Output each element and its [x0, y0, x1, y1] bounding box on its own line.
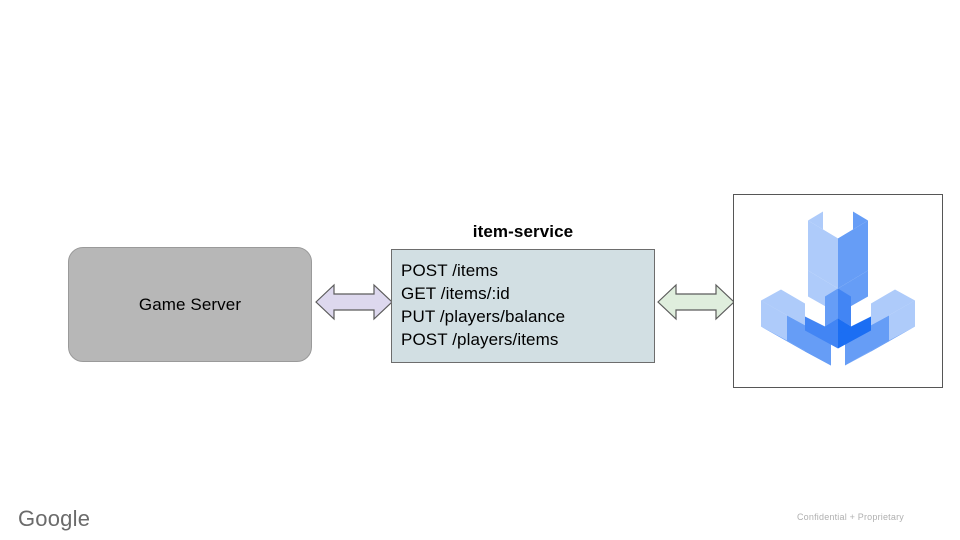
confidentiality-note: Confidential + Proprietary: [796, 512, 904, 522]
endpoint-row: POST /items: [401, 261, 499, 280]
connector-item-service-to-tools[interactable]: [656, 281, 736, 323]
tri-wrench-tools-icon: [761, 211, 915, 366]
connector-game-server-to-item-service[interactable]: [314, 281, 394, 323]
tools-panel[interactable]: [733, 194, 943, 388]
double-arrow-shape: [657, 283, 735, 321]
google-wordmark: Google: [18, 506, 91, 531]
endpoint-row: PUT /players/balance: [401, 307, 566, 326]
game-server-label: Game Server: [138, 294, 242, 314]
item-service-title: item-service: [472, 222, 574, 241]
endpoint-row: GET /items/:id: [401, 284, 510, 303]
node-item-service[interactable]: POST /items GET /items/:id PUT /players/…: [391, 249, 655, 363]
node-game-server[interactable]: Game Server: [68, 247, 312, 362]
endpoint-row: POST /players/items: [401, 330, 559, 349]
double-arrow-shape: [315, 283, 393, 321]
